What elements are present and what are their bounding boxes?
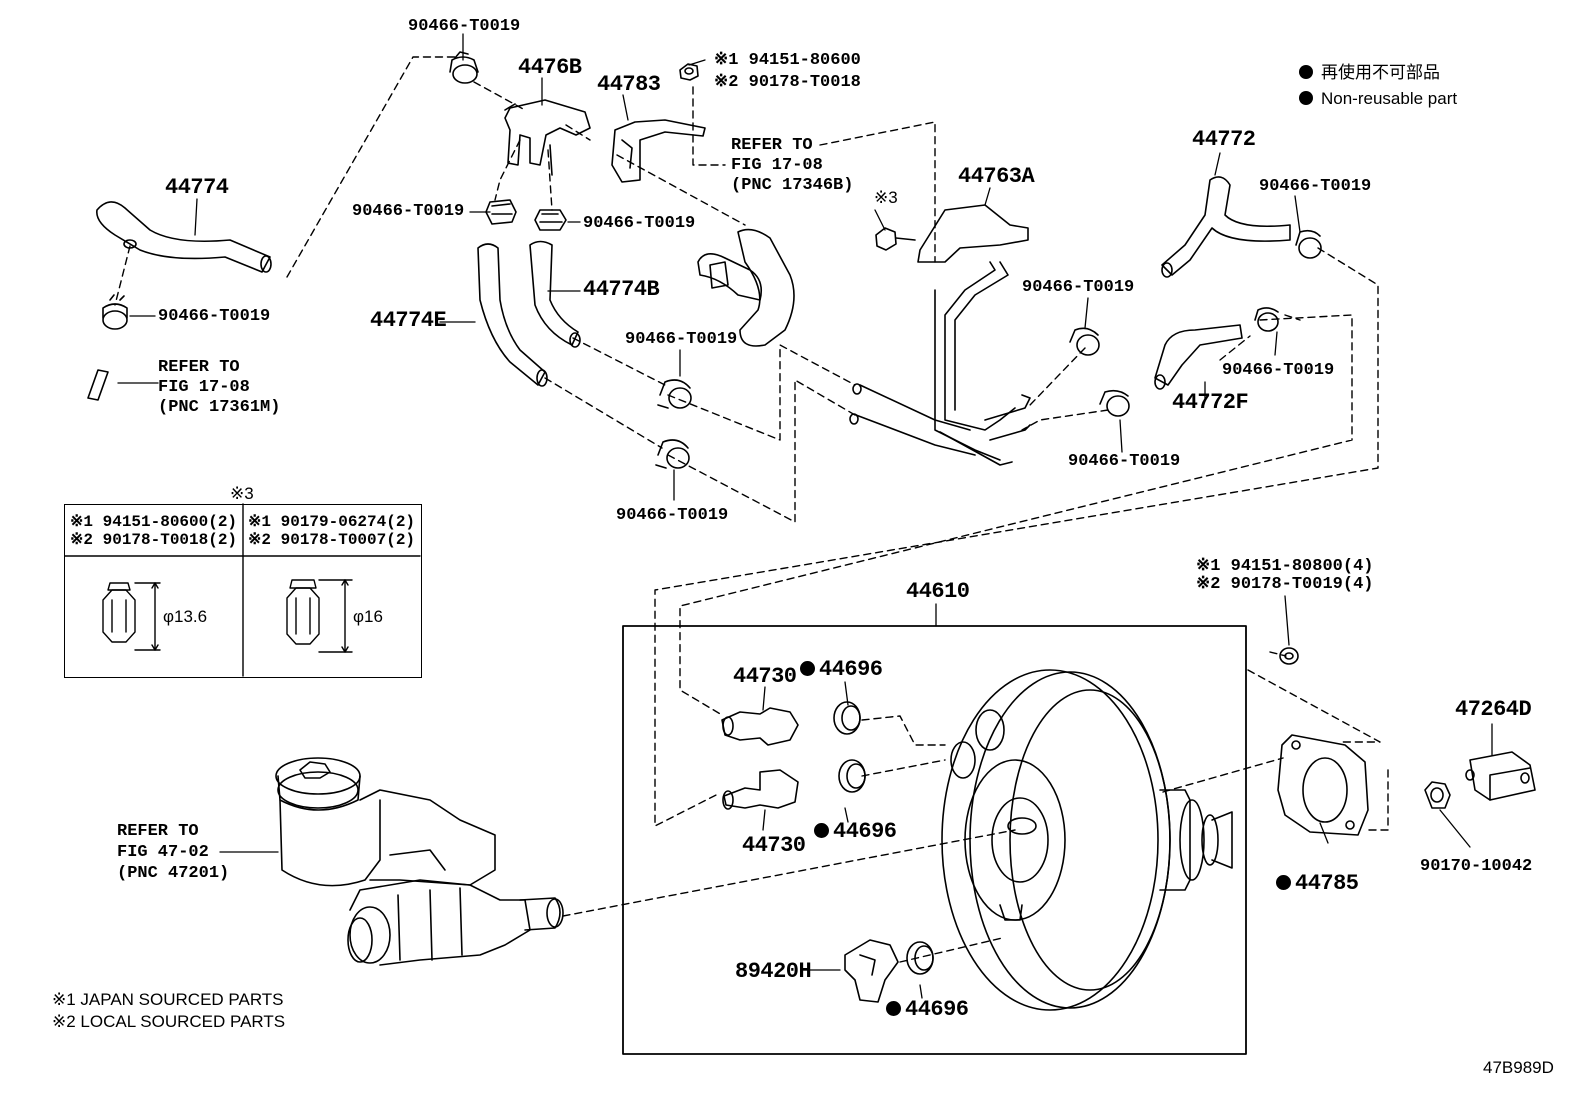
- refer-fig-17361M-line2: FIG 17-08: [158, 378, 250, 397]
- booster-assembly-frame: [622, 625, 1247, 1055]
- part-label: 4476B: [518, 55, 582, 80]
- table-cell: ※1 90179-06274(2): [248, 513, 416, 531]
- clamp-icon-top: [449, 51, 479, 84]
- part-label: 90466-T0019: [616, 506, 729, 525]
- part-label-nonreusable: 44696: [814, 821, 897, 843]
- joint-4476B: [504, 99, 591, 176]
- clamp-icon-44772F: [1254, 307, 1279, 332]
- table-title: ※3: [230, 484, 254, 503]
- refer-fig-17346B-line3: (PNC 17346B): [731, 176, 854, 195]
- hose-44774B: [529, 240, 581, 348]
- grommet-44696-lower: [838, 759, 866, 793]
- table-cell: ※1 94151-80600(2): [70, 513, 238, 531]
- part-label: 44774: [165, 175, 229, 200]
- sensor-89420H: [844, 939, 899, 1003]
- clamp-icon-mid-1: [657, 379, 692, 409]
- part-label: 90466-T0019: [408, 17, 521, 36]
- gasket-44785: [1277, 734, 1369, 836]
- refer-fig-47201-line1: REFER TO: [117, 822, 199, 841]
- clamp-icon-pipe-1: [1069, 327, 1100, 356]
- nut-icon-booster: [1279, 647, 1299, 665]
- part-label: 44772F: [1172, 390, 1249, 415]
- part-label: 90466-T0019: [583, 214, 696, 233]
- part-label: 44610: [906, 579, 970, 604]
- part-label: 90466-T0019: [1022, 278, 1135, 297]
- part-label: ※2 90178-T0018: [714, 73, 861, 92]
- footnote-local: ※2 LOCAL SOURCED PARTS: [52, 1012, 286, 1031]
- clamp-icon-upper-left: [485, 199, 517, 225]
- refer-fig-17361M-line3: (PNC 17361M): [158, 398, 281, 417]
- part-label: 44730: [733, 664, 797, 689]
- part-label: 44774E: [370, 308, 447, 333]
- part-label: 90466-T0019: [1259, 177, 1372, 196]
- clamp-icon-upper-right: [534, 209, 567, 231]
- part-label: ※2 90178-T0019(4): [1196, 575, 1374, 594]
- clamp-icon-left-lower: [102, 294, 128, 330]
- dimension-label: φ16: [353, 607, 383, 626]
- grommet-44696-bottom: [906, 941, 934, 975]
- hose-44772: [1161, 176, 1291, 278]
- check-valve-44730-lower: [722, 769, 799, 810]
- nut-icon-top: [679, 63, 699, 81]
- part-label: 44763A: [958, 164, 1035, 189]
- part-label-nonreusable: 44696: [800, 659, 883, 681]
- clamp-icon-pipe-2: [1099, 389, 1130, 417]
- part-label: 44783: [597, 72, 661, 97]
- part-label: ※1 94151-80600: [714, 51, 861, 70]
- mark3-size-table: [64, 504, 422, 678]
- bracket-44783: [611, 119, 706, 183]
- clamp-icon-mid-2: [655, 439, 690, 469]
- part-label: 90466-T0019: [1222, 361, 1335, 380]
- hose-stub-ref: [87, 369, 109, 401]
- check-valve-44730-upper: [721, 707, 799, 746]
- table-cell: ※2 90178-T0018(2): [70, 531, 238, 549]
- refer-fig-17361M-line1: REFER TO: [158, 358, 240, 377]
- table-cell: ※2 90178-T0007(2): [248, 531, 416, 549]
- part-label: 90466-T0019: [625, 330, 738, 349]
- legend-dot-icon: [1299, 91, 1313, 105]
- clamp-icon-44772: [1295, 229, 1322, 259]
- refer-fig-17346B-line1: REFER TO: [731, 136, 813, 155]
- part-label-nonreusable: 44696: [886, 999, 969, 1021]
- brake-booster-44610: [941, 669, 1233, 1011]
- refer-fig-17346B-line2: FIG 17-08: [731, 156, 823, 175]
- mark3-table-graphics: [64, 503, 421, 677]
- leader-lines: [117, 33, 1493, 999]
- pipe-assembly-44763A: [849, 204, 1031, 466]
- part-label: 44730: [742, 833, 806, 858]
- legend-jp: 再使用不可部品: [1299, 63, 1440, 82]
- legend-dot-icon: [1299, 65, 1313, 79]
- nut-icon-mark3: [875, 227, 916, 251]
- part-label: 44774B: [583, 277, 660, 302]
- part-label: 90466-T0019: [1068, 452, 1181, 471]
- part-label: 89420H: [735, 959, 812, 984]
- master-cylinder-ref: [275, 757, 564, 966]
- legend-en: Non-reusable part: [1299, 89, 1457, 108]
- hose-44774E: [477, 243, 548, 387]
- part-label-nonreusable: 44785: [1276, 873, 1359, 895]
- bracket-47264D: [1465, 751, 1536, 801]
- part-label: ※1 94151-80800(4): [1196, 557, 1374, 576]
- part-label: 47264D: [1455, 697, 1532, 722]
- refer-fig-47201-line3: (PNC 47201): [117, 864, 230, 883]
- dimension-label: φ13.6: [163, 607, 208, 626]
- part-label: 44772: [1192, 127, 1256, 152]
- dashed-guides: [114, 56, 1389, 963]
- hose-44772F: [1154, 324, 1243, 390]
- hose-17346B: [697, 228, 795, 347]
- part-label: 90466-T0019: [352, 202, 465, 221]
- grommet-44696-upper: [833, 701, 861, 735]
- hose-44774: [96, 201, 272, 273]
- refer-fig-47201-line2: FIG 47-02: [117, 843, 209, 862]
- figure-id: 47B989D: [1483, 1058, 1554, 1077]
- part-label: 90466-T0019: [158, 307, 271, 326]
- nut-icon-90170: [1424, 781, 1451, 809]
- mark3-label: ※3: [874, 188, 898, 207]
- part-label: 90170-10042: [1420, 857, 1533, 876]
- footnote-japan: ※1 JAPAN SOURCED PARTS: [52, 990, 284, 1009]
